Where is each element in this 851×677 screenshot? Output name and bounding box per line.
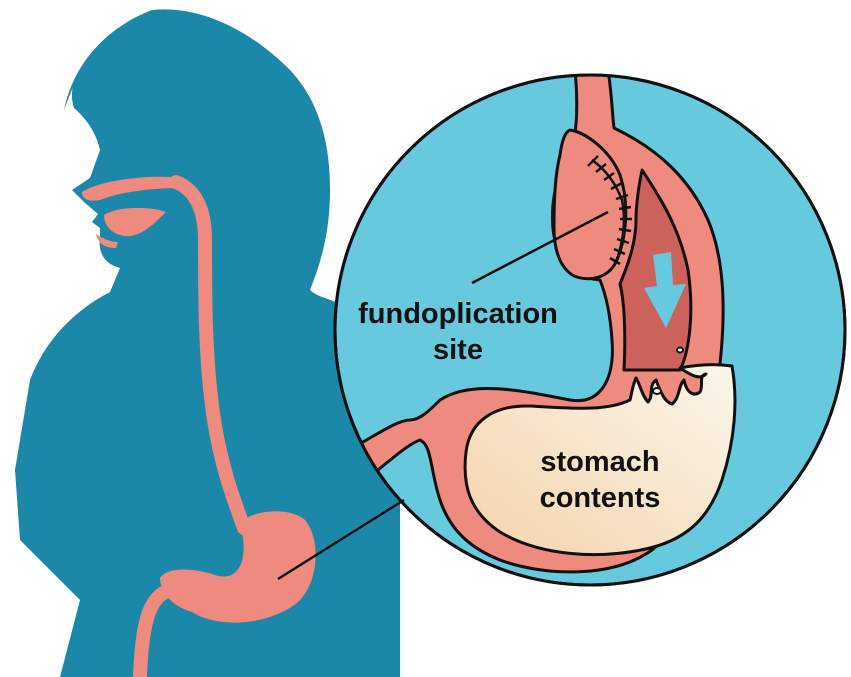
stomach-contents-label-line2: contents <box>505 480 695 516</box>
stomach-contents-label-line1: stomach <box>505 444 695 480</box>
bubble <box>653 388 661 394</box>
bubble <box>677 348 683 353</box>
fundoplication-label-line1: fundoplication <box>348 296 568 332</box>
stomach-contents-label: stomach contents <box>505 444 695 516</box>
fundoplication-site-label: fundoplication site <box>348 296 568 368</box>
fundoplication-label-line2: site <box>348 332 568 368</box>
